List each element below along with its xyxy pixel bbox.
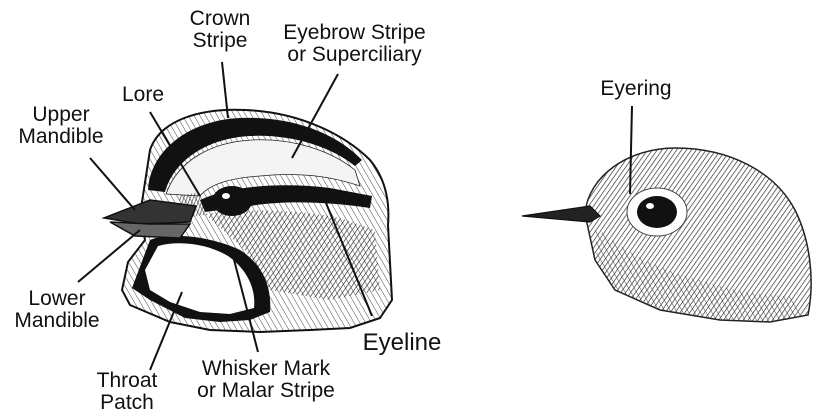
kinglet-head-illustration xyxy=(522,148,811,322)
sparrow-eye xyxy=(212,186,252,216)
eyering-label-text: Eyering xyxy=(586,78,686,100)
upper-mandible-label: Upper Mandible xyxy=(2,104,120,148)
upper-mandible-pointer xyxy=(90,158,135,210)
eyering-label: Eyering xyxy=(586,78,686,100)
upper-mandible-shape xyxy=(104,200,196,224)
lower-mandible-shape xyxy=(110,222,190,238)
kinglet-eye xyxy=(637,196,677,228)
eyebrow-stripe-label-line2: or Superciliary xyxy=(262,44,447,66)
crown-stripe-label: Crown Stripe xyxy=(170,8,270,52)
lower-mandible-label-line2: Mandible xyxy=(2,310,112,332)
sparrow-head-illustration xyxy=(104,110,392,332)
upper-mandible-label-line2: Mandible xyxy=(2,126,120,148)
whisker-mark-label: Whisker Mark or Malar Stripe xyxy=(186,358,346,402)
eyeline-label-text: Eyeline xyxy=(352,330,452,356)
whisker-mark-label-line2: or Malar Stripe xyxy=(186,380,346,402)
eyebrow-stripe-label: Eyebrow Stripe or Superciliary xyxy=(262,22,447,66)
eyebrow-stripe-label-line1: Eyebrow Stripe xyxy=(262,22,447,44)
kinglet-beak xyxy=(522,206,600,222)
whisker-mark-label-line1: Whisker Mark xyxy=(186,358,346,380)
crown-stripe-label-line1: Crown xyxy=(170,8,270,30)
lore-label: Lore xyxy=(108,84,178,106)
upper-mandible-label-line1: Upper xyxy=(2,104,120,126)
throat-patch-label: Throat Patch xyxy=(82,370,172,414)
throat-patch-label-line2: Patch xyxy=(82,392,172,414)
lower-mandible-label-line1: Lower xyxy=(2,288,112,310)
lower-mandible-label: Lower Mandible xyxy=(2,288,112,332)
crown-stripe-label-line2: Stripe xyxy=(170,30,270,52)
throat-patch-label-line1: Throat xyxy=(82,370,172,392)
eyeline-label: Eyeline xyxy=(352,330,452,356)
lore-label-text: Lore xyxy=(108,84,178,106)
